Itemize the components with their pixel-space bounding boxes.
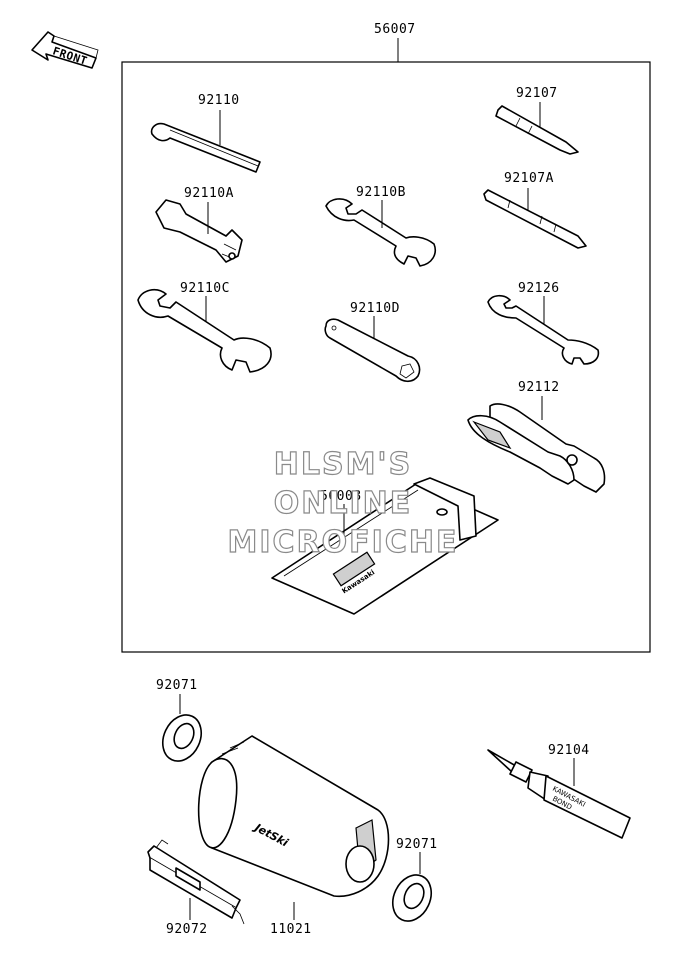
part-label-11021: 11021 (270, 922, 312, 937)
part-label-92110C: 92110C (180, 281, 230, 296)
part-label-56008: 56008 (320, 489, 362, 504)
open-wrench-small-icon (487, 294, 600, 365)
kit-box (121, 61, 651, 653)
tool-pouch-icon: Kawasaki (271, 477, 499, 615)
o-ring-upper-icon (161, 714, 203, 762)
screwdriver-bit-icon (495, 105, 579, 155)
part-label-92110A: 92110A (184, 186, 234, 201)
hex-key-icon (150, 122, 261, 173)
part-label-92107A: 92107A (504, 171, 554, 186)
part-label-92112: 92112 (518, 380, 560, 395)
open-wrench-c-icon (137, 288, 272, 373)
part-label-92110: 92110 (198, 93, 240, 108)
front-arrow-icon: FRONT (31, 31, 99, 69)
open-wrench-b-icon (325, 198, 436, 267)
pliers-icon (467, 403, 606, 493)
bond-tube-icon: KAWASAKI BOND (487, 749, 631, 839)
svg-text:HLSM'S: HLSM'S (274, 447, 412, 482)
part-label-92126: 92126 (518, 281, 560, 296)
can-opener-icon: JetSki (197, 735, 390, 898)
part-label-92071-lower: 92071 (396, 837, 438, 852)
kit-number-label: 56007 (374, 22, 416, 37)
svg-text:ONLINE: ONLINE (274, 486, 413, 521)
part-label-92071-upper: 92071 (156, 678, 198, 693)
box-wrench-icon (155, 199, 243, 263)
part-label-92110D: 92110D (350, 301, 400, 316)
part-label-92107: 92107 (516, 86, 558, 101)
part-label-92104: 92104 (548, 743, 590, 758)
o-ring-lower-icon (391, 874, 433, 922)
watermark: HLSM'S ONLINE MICROFICHE (227, 446, 459, 560)
svg-text:MICROFICHE: MICROFICHE (228, 525, 459, 560)
part-label-92110B: 92110B (356, 185, 406, 200)
socket-wrench-icon (324, 318, 421, 383)
double-bit-icon (483, 189, 587, 249)
clamp-bracket-icon (147, 839, 245, 925)
part-label-92072: 92072 (166, 922, 208, 937)
